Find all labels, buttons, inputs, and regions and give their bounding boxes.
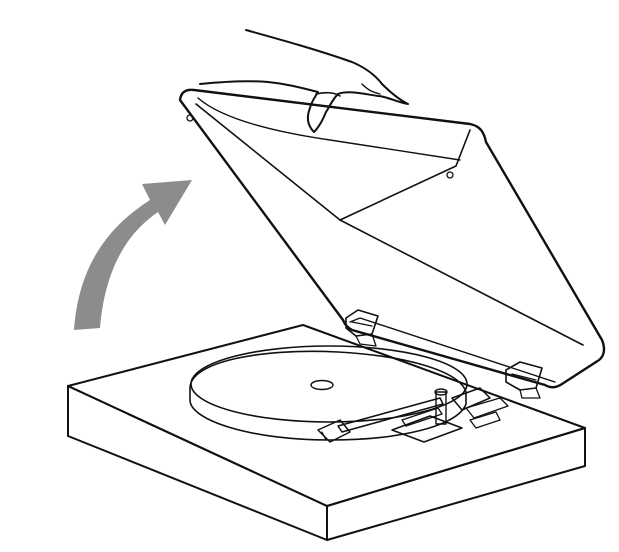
lid-hinge-left (345, 309, 379, 347)
turntable-base (67, 324, 586, 541)
hand-icon (199, 29, 409, 133)
dust-cover-lid (178, 88, 606, 389)
curved-up-arrow-icon (74, 180, 192, 330)
spindle (310, 379, 334, 391)
lid-hinge-right (505, 361, 543, 399)
tonearm (317, 387, 509, 443)
turntable-platter (189, 345, 468, 441)
